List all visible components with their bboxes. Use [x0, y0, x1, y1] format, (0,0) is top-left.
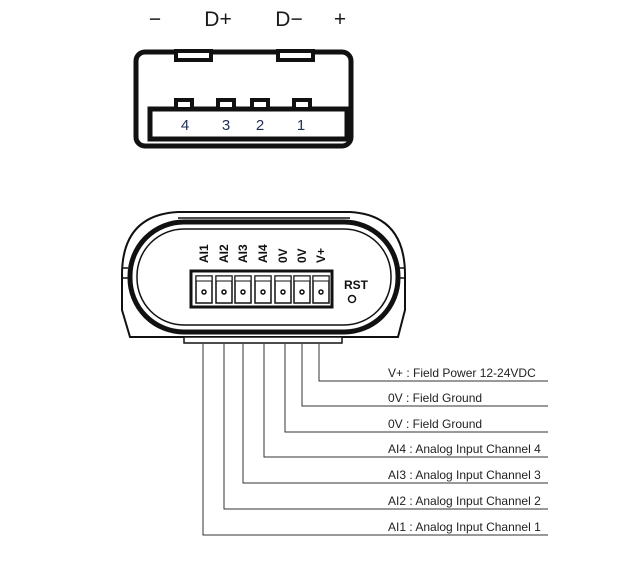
usb-top-contact-right [276, 49, 315, 62]
housing-bottom-flange [183, 336, 343, 344]
polarity-label-minus: − [149, 8, 161, 31]
terminal-label-0v-a: 0V [276, 248, 290, 263]
pin-description-ai4: AI4 : Analog Input Channel 4 [388, 442, 541, 456]
leader-line-0v-2 [301, 344, 548, 407]
leader-line-ai1 [202, 344, 548, 536]
terminal-socket-ai2[interactable] [215, 275, 233, 304]
usb-tongue [147, 106, 350, 142]
usb-pin-4 [174, 98, 194, 111]
pin-description-ai1: AI1 : Analog Input Channel 1 [388, 520, 541, 534]
pin-number-2: 2 [256, 117, 264, 134]
usb-outline [133, 49, 354, 149]
terminal-label-ai4: AI4 [256, 244, 270, 263]
pin-description-ai3: AI3 : Analog Input Channel 3 [388, 468, 541, 482]
terminal-label-ai1: AI1 [197, 244, 211, 263]
polarity-label-dminus: D− [275, 8, 302, 31]
terminal-socket-ai1[interactable] [195, 275, 213, 304]
reset-button[interactable] [347, 294, 357, 304]
pin-number-1: 1 [297, 117, 305, 134]
pin-description-0v-a: 0V : Field Ground [388, 391, 482, 405]
terminal-socket-ai4[interactable] [254, 275, 272, 304]
terminal-socket-ai3[interactable] [234, 275, 252, 304]
pin-number-3: 3 [222, 117, 230, 134]
terminal-socket-vplus[interactable] [312, 275, 330, 304]
terminal-socket-0v-2[interactable] [293, 275, 311, 304]
polarity-label-plus: + [334, 8, 346, 31]
pin-description-vplus: V+ : Field Power 12-24VDC [388, 366, 536, 380]
leader-line-ai2 [223, 344, 548, 510]
housing-ring [127, 219, 401, 335]
usb-connector: − D+ D− + 4 3 2 1 [133, 8, 354, 149]
terminal-label-ai2: AI2 [217, 244, 231, 263]
reset-label: RST [344, 278, 369, 292]
device-housing: AI1 AI2 AI3 AI4 0V 0V V+ RST [121, 211, 406, 344]
usb-pin-1 [292, 98, 312, 111]
polarity-label-dplus: D+ [204, 8, 231, 31]
terminal-label-vplus: V+ [314, 248, 328, 263]
leader-line-ai3 [242, 344, 548, 484]
terminal-label-ai3: AI3 [236, 244, 250, 263]
leader-line-ai4 [263, 344, 548, 458]
usb-pin-3 [216, 98, 236, 111]
pin-description-0v-b: 0V : Field Ground [388, 417, 482, 431]
pin-description-ai2: AI2 : Analog Input Channel 2 [388, 494, 541, 508]
pin-number-4: 4 [181, 117, 189, 134]
usb-pin-2 [250, 98, 270, 111]
leader-line-vplus [318, 344, 548, 382]
usb-top-contact-left [174, 49, 213, 62]
leader-line-0v-1 [284, 344, 548, 433]
terminal-label-0v-b: 0V [295, 248, 309, 263]
pin-leader-lines: V+ : Field Power 12-24VDC 0V : Field Gro… [202, 344, 548, 536]
terminal-socket-0v-1[interactable] [274, 275, 292, 304]
